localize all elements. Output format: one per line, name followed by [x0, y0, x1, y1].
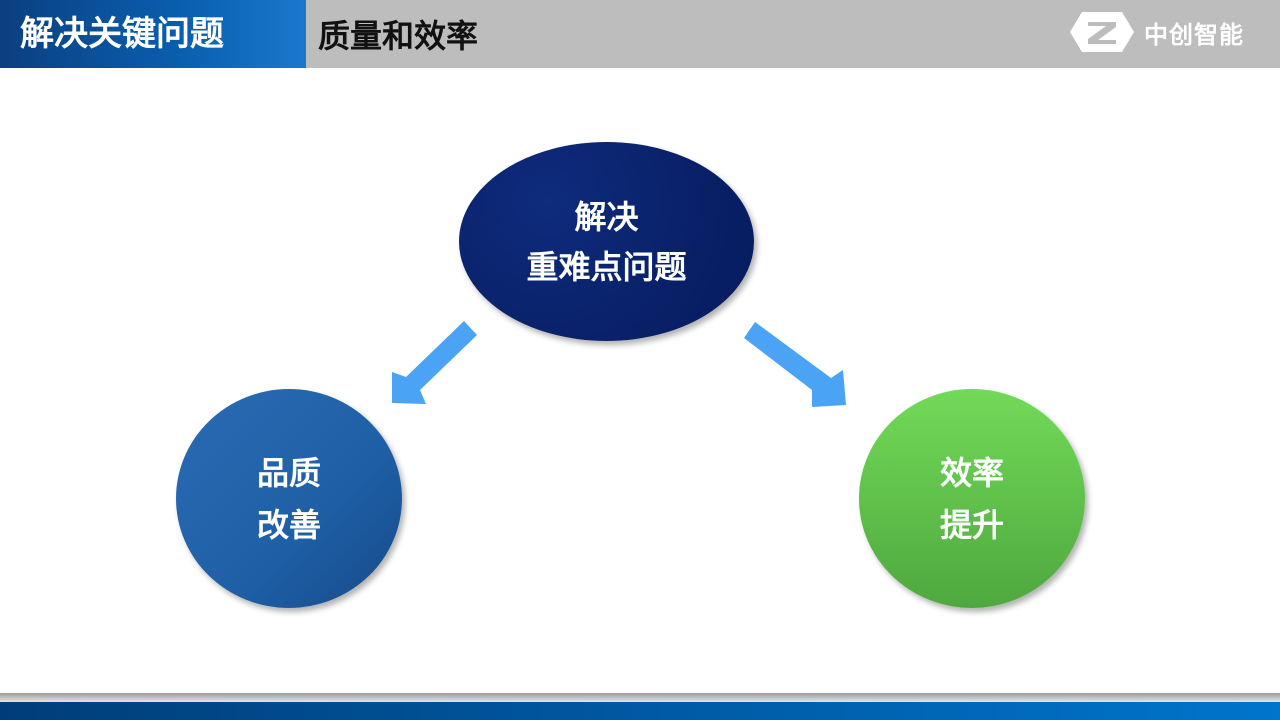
node-right-line1: 效率 [939, 453, 1004, 492]
footer-bar [0, 702, 1280, 720]
node-quality: 品质 改善 [176, 389, 402, 608]
node-left-line1: 品质 [256, 453, 321, 492]
arrow-down-left-icon [392, 321, 477, 404]
footer-divider [0, 693, 1280, 702]
node-efficiency: 效率 提升 [859, 389, 1085, 608]
page-title: 解决关键问题 [0, 0, 306, 68]
header-bar: 解决关键问题 质量和效率 中创智能 [0, 0, 1280, 68]
company-logo: 中创智能 [1068, 10, 1244, 54]
page-subtitle: 质量和效率 [318, 17, 479, 55]
logo-icon [1070, 12, 1134, 52]
node-top-line1: 解决 [574, 197, 639, 236]
node-right-line2: 提升 [939, 505, 1004, 544]
logo-text: 中创智能 [1144, 20, 1244, 49]
arrow-down-right-icon [744, 322, 846, 407]
node-left-line2: 改善 [256, 505, 321, 544]
node-key-problems: 解决 重难点问题 [459, 142, 754, 341]
node-top-line2: 重难点问题 [526, 247, 687, 286]
